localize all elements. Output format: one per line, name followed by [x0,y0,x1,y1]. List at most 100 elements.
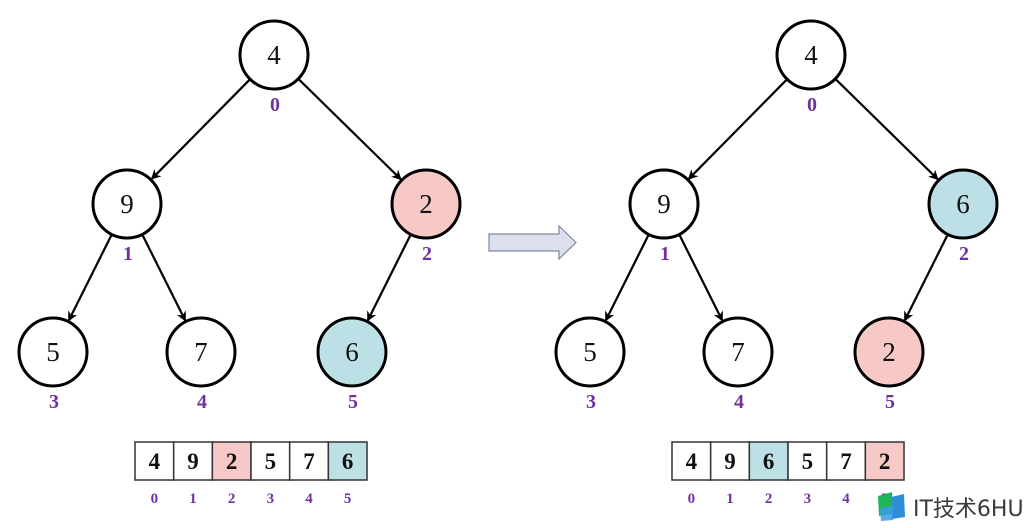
tree-edges [604,78,949,322]
node-index-label: 4 [734,391,744,413]
tree-node: 53 [17,316,89,413]
array-cell-box [748,441,789,481]
node-circle [17,316,89,388]
array-cell-index: 1 [726,491,734,507]
tree-node: 74 [702,316,774,413]
edge-arrow [366,233,412,322]
array-cell: 62 [748,441,789,507]
node-value: 9 [657,189,671,219]
edge-arrow [687,78,788,180]
node-index-label: 5 [885,391,895,413]
array-cell-value: 5 [802,449,814,474]
node-circle [775,19,847,91]
node-circle [853,316,925,388]
array-cell-value: 2 [879,449,891,474]
tree-node: 91 [628,168,700,265]
node-value: 4 [804,40,818,70]
array-cell-box [211,441,252,481]
node-value: 5 [46,337,60,367]
array-cell-index: 2 [228,491,236,507]
array-cell-value: 5 [265,449,277,474]
tree-node: 40 [238,19,310,116]
array-cell-value: 7 [840,449,852,474]
array-cell-box [709,441,751,481]
array-cell-box [864,441,905,481]
array-cell: 22 [211,441,252,507]
array-cell-box [825,441,867,481]
node-index-label: 0 [270,94,280,116]
array-cell-index: 2 [765,491,773,507]
array-cell-index: 0 [151,491,159,507]
node-circle [91,168,163,240]
tree-node: 25 [853,316,925,413]
tree-node: 22 [390,168,462,265]
tree-node: 91 [91,168,163,265]
node-index-label: 0 [807,94,817,116]
node-circle [238,19,310,91]
array-cell-value: 4 [149,449,161,474]
after-panel: 409162537425409162537425 [554,19,999,507]
node-index-label: 4 [197,391,207,413]
array-cell: 53 [787,441,828,507]
node-value: 5 [583,337,597,367]
edge-arrow [604,233,650,322]
edge-arrow [903,233,949,322]
edge-arrow [834,78,939,181]
array-cell-value: 9 [187,449,199,474]
array-cell-index: 3 [267,491,275,507]
node-index-label: 2 [959,243,969,265]
array-cell-index: 0 [688,491,696,507]
array-cell-box [250,441,291,481]
node-value: 7 [731,337,745,367]
array-cell-value: 9 [724,449,736,474]
node-circle [702,316,774,388]
node-value: 4 [267,40,281,70]
node-value: 7 [194,337,208,367]
array-cell: 53 [250,441,291,507]
array-cell-index: 5 [344,491,352,507]
array-cell-index: 3 [804,491,812,507]
array-cell-box [288,441,330,481]
edge-arrow [678,233,724,322]
node-index-label: 1 [123,243,133,265]
node-value: 2 [882,337,896,367]
node-value: 9 [120,189,134,219]
transition-arrow [488,224,577,261]
tree-node: 65 [316,316,388,413]
node-circle [390,168,462,240]
node-circle [316,316,388,388]
node-value: 2 [419,189,433,219]
tree-node: 40 [775,19,847,116]
array-cell: 91 [709,441,751,507]
node-circle [165,316,237,388]
watermark: IT技术6HU [878,492,1024,522]
node-circle [927,168,999,240]
node-circle [554,316,626,388]
array-cell: 74 [288,441,330,507]
edge-arrow [297,78,402,181]
array-cell-value: 6 [342,449,354,474]
node-index-label: 2 [422,243,432,265]
array-cell-value: 4 [686,449,698,474]
edge-arrow [141,233,187,322]
node-index-label: 1 [660,243,670,265]
node-index-label: 3 [49,391,59,413]
tree-node: 74 [165,316,237,413]
node-value: 6 [956,189,970,219]
array-cell: 40 [134,441,175,507]
array-cell-value: 6 [763,449,775,474]
node-circle [628,168,700,240]
array-cell-box [787,441,828,481]
node-value: 6 [345,337,359,367]
array-cell-value: 2 [226,449,238,474]
node-index-label: 3 [586,391,596,413]
right-arrow-icon [488,224,577,261]
array-cell: 40 [671,441,712,507]
node-index-label: 5 [348,391,358,413]
array-cell-index: 4 [305,491,313,507]
tree-node: 53 [554,316,626,413]
